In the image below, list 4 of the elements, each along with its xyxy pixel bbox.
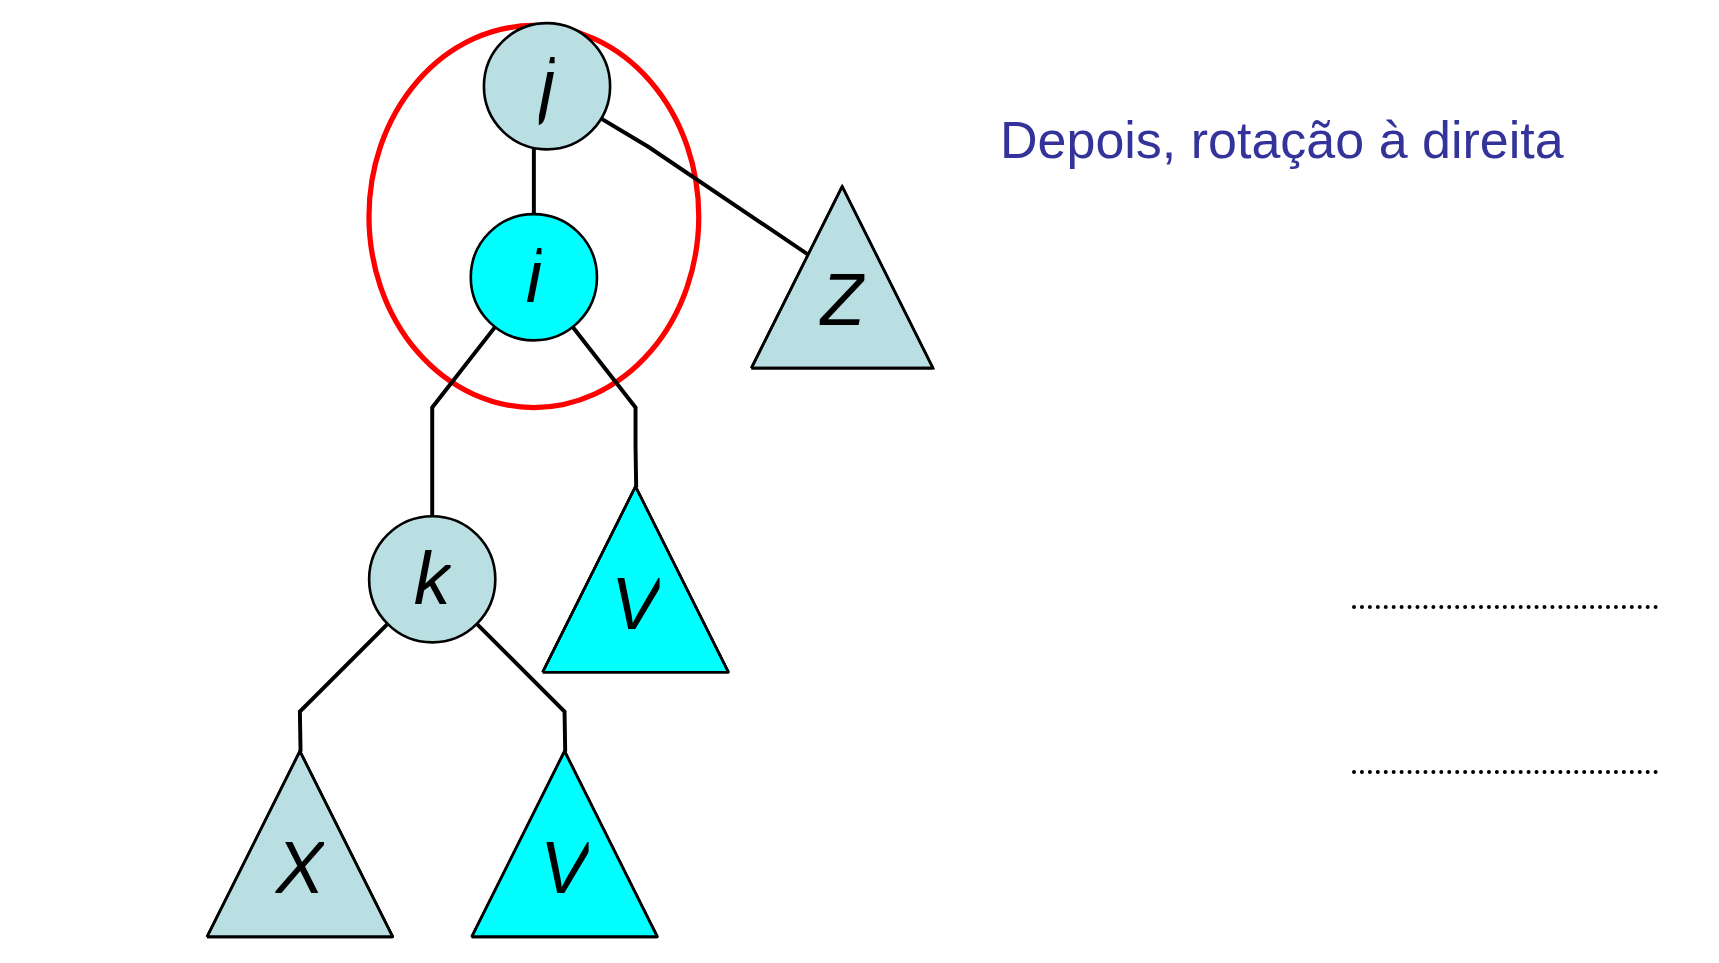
node-circle: j xyxy=(482,21,612,151)
node-circle: i xyxy=(469,212,599,342)
node-circle: k xyxy=(367,514,497,644)
title: Depois, rotação à direita xyxy=(1000,110,1564,170)
